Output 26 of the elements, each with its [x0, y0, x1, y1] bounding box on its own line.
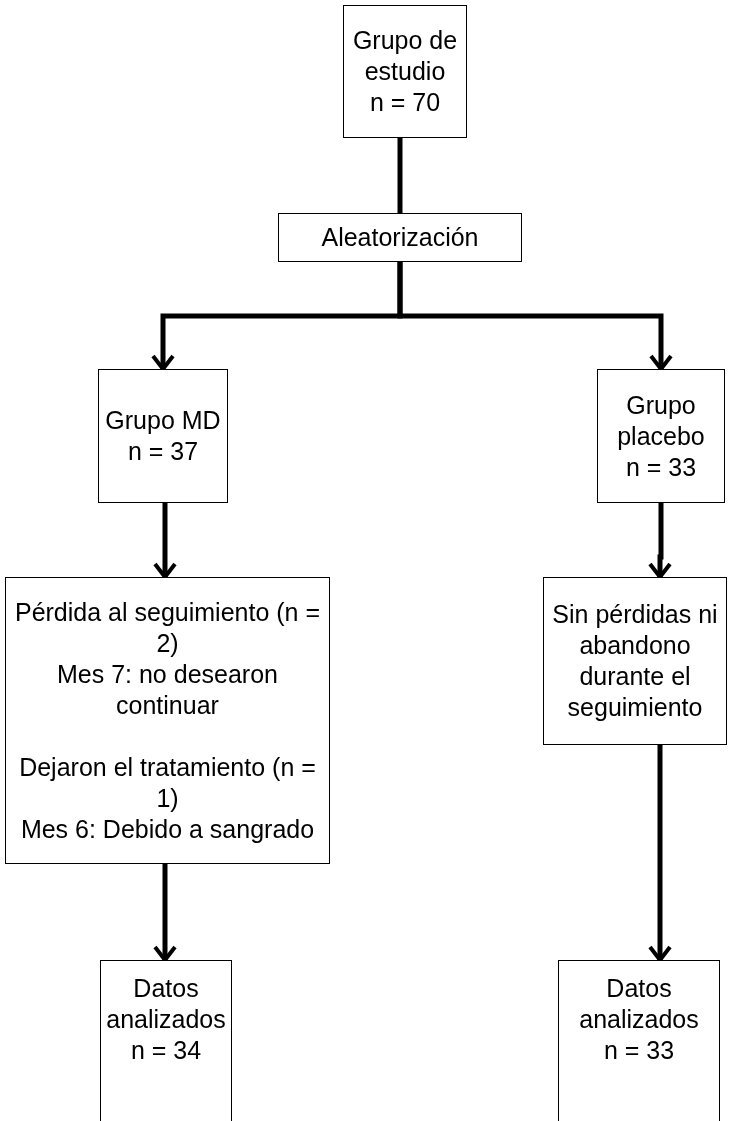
arrow [397, 262, 673, 371]
node-text: n = 33 [603, 1035, 675, 1066]
connector-line [397, 138, 403, 213]
node-text: n = 33 [625, 451, 697, 483]
result-box [558, 960, 720, 1121]
node-text: Dejaron el tratamiento (n = 1) [18, 751, 317, 814]
node-text: Grupo MD [105, 405, 221, 436]
group-box [98, 369, 228, 503]
node-text: Mes 6: Debido a sangrado [20, 813, 315, 845]
node-text: n = 37 [127, 436, 199, 467]
note-box [5, 577, 330, 864]
process-box [278, 213, 522, 262]
arrow [153, 503, 177, 579]
result-box [100, 960, 232, 1121]
node-text: Aleatorización [321, 222, 479, 253]
arrow [648, 503, 672, 579]
node-text: Pérdida al seguimiento (n = 2) [13, 596, 321, 659]
node-text: n = 34 [130, 1035, 202, 1066]
node-text: n = 70 [369, 87, 441, 118]
group-box [597, 369, 725, 503]
arrow [153, 864, 177, 962]
node-text: Mes 7: no desearon continuar [56, 658, 279, 721]
note-box [543, 577, 727, 745]
node-text: Sin pérdidas ni abandono durante el seguimiento [551, 599, 719, 723]
arrow [648, 745, 672, 962]
process-box [343, 5, 467, 138]
